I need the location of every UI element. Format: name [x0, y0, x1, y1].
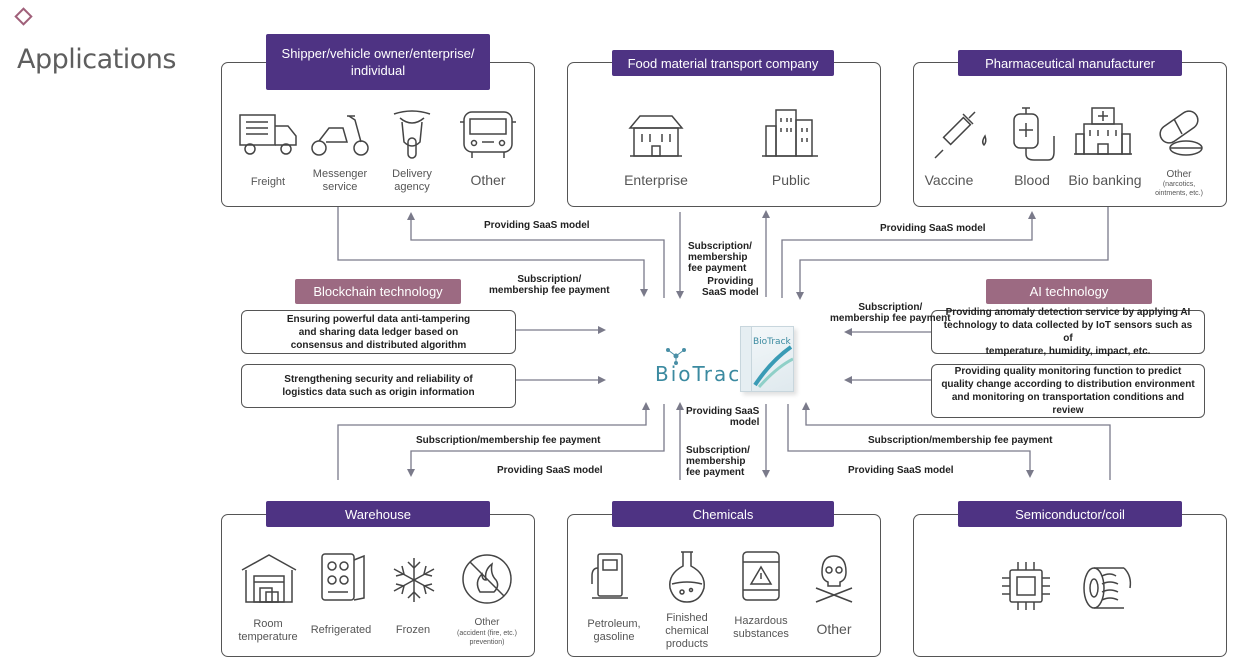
flow-label-top-mid-fee: Subscription/ membership fee payment — [688, 241, 752, 274]
item-label-messenger: Messenger service — [312, 168, 368, 193]
item-label-vaccine: Vaccine — [924, 172, 974, 188]
ai-desc-2: Providing quality monitoring function to… — [931, 364, 1205, 418]
item-label-delivery: Delivery agency — [392, 168, 432, 193]
bus-icon — [460, 111, 516, 158]
panel-semiconductor — [913, 514, 1227, 657]
no-fire-icon — [462, 554, 512, 604]
flow-label-bottom-mid-saas: Providing SaaS model — [686, 406, 760, 428]
flow-label-ai-fee: Subscription/ membership fee payment — [830, 302, 951, 324]
chip-icon — [1002, 562, 1050, 610]
pill-icon — [1159, 110, 1203, 156]
panel-header-food: Food material transport company — [612, 50, 834, 76]
hospital-icon — [1074, 107, 1132, 155]
snowflake-icon — [393, 558, 435, 602]
flow-label-bottom-left-saas: Providing SaaS model — [497, 465, 603, 476]
panel-header-semiconductor: Semiconductor/coil — [958, 501, 1182, 527]
biotrack-box-label: BioTrack — [753, 337, 791, 347]
flow-label-bottom-mid-fee: Subscription/ membership fee payment — [686, 445, 750, 478]
enterprise-building-icon — [628, 115, 684, 157]
item-label-finished-chemical: Finished chemical products — [665, 612, 709, 650]
coil-icon — [1083, 567, 1132, 609]
hazard-barrel-icon — [742, 551, 780, 601]
blockchain-desc-2: Strengthening security and reliability o… — [241, 364, 516, 408]
item-label-hazardous: Hazardous substances — [733, 615, 789, 640]
blockchain-desc-1: Ensuring powerful data anti-tampering an… — [241, 310, 516, 354]
panel-warehouse — [221, 514, 535, 657]
motorcycle-icon — [393, 110, 431, 159]
flow-label-top-mid-saas: Providing SaaS model — [702, 276, 759, 298]
syringe-icon — [934, 111, 987, 159]
skull-icon — [815, 555, 853, 603]
flow-label-bottom-right-saas: Providing SaaS model — [848, 465, 954, 476]
ai-desc-1: Providing anomaly detection service by a… — [931, 307, 1205, 357]
item-label-freight: Freight — [250, 176, 286, 188]
blockchain-tech-label: Blockchain technology — [295, 279, 461, 304]
item-label-other-pharma: Other — [1166, 169, 1192, 180]
panel-header-shipper: Shipper/vehicle owner/enterprise/ indivi… — [266, 34, 490, 90]
page-title: Applications — [17, 44, 176, 75]
flask-icon — [669, 551, 705, 603]
item-label-room-temp: Room temperature — [238, 618, 298, 643]
warehouse-icon — [241, 554, 297, 603]
item-label-biobanking: Bio banking — [1068, 172, 1142, 188]
item-label-refrigerated: Refrigerated — [310, 624, 372, 636]
biotrack-network-icon — [666, 348, 686, 365]
item-label-other-warehouse: Other — [474, 617, 500, 628]
ai-tech-label: AI technology — [986, 279, 1152, 304]
item-sublabel-other-warehouse: (accident (fire, etc.) prevention) — [457, 630, 517, 646]
item-label-other-chemicals: Other — [816, 621, 852, 637]
biotrack-product-box: BioTrack — [740, 326, 794, 392]
public-building-icon — [762, 109, 818, 157]
blood-bag-icon — [1013, 107, 1055, 161]
fuel-pump-icon — [591, 553, 628, 599]
item-label-frozen: Frozen — [395, 624, 431, 636]
biotrack-logo: BioTrack — [655, 362, 755, 386]
item-label-blood: Blood — [1014, 172, 1050, 188]
truck-icon — [239, 114, 297, 155]
item-sublabel-other-pharma: (narcotics, ointments, etc.) — [1155, 181, 1203, 197]
flow-label-bottom-left-fee: Subscription/membership fee payment — [416, 435, 601, 446]
panel-food — [567, 62, 881, 207]
flow-label-top-left-saas: Providing SaaS model — [484, 220, 590, 231]
flow-label-top-right-saas: Providing SaaS model — [880, 223, 986, 234]
item-label-enterprise: Enterprise — [624, 172, 688, 188]
item-label-petroleum: Petroleum, gasoline — [587, 618, 641, 643]
item-label-public: Public — [771, 172, 811, 188]
panel-pharma — [913, 62, 1227, 207]
flow-label-bottom-right-fee: Subscription/membership fee payment — [868, 435, 1053, 446]
flow-label-top-left-fee: Subscription/ membership fee payment — [489, 274, 610, 296]
panel-header-pharma: Pharmaceutical manufacturer — [958, 50, 1182, 76]
refrigerator-icon — [321, 553, 365, 601]
item-label-other-shipper: Other — [470, 172, 506, 188]
scooter-icon — [311, 115, 369, 156]
panel-header-warehouse: Warehouse — [266, 501, 490, 527]
panel-header-chemicals: Chemicals — [612, 501, 834, 527]
